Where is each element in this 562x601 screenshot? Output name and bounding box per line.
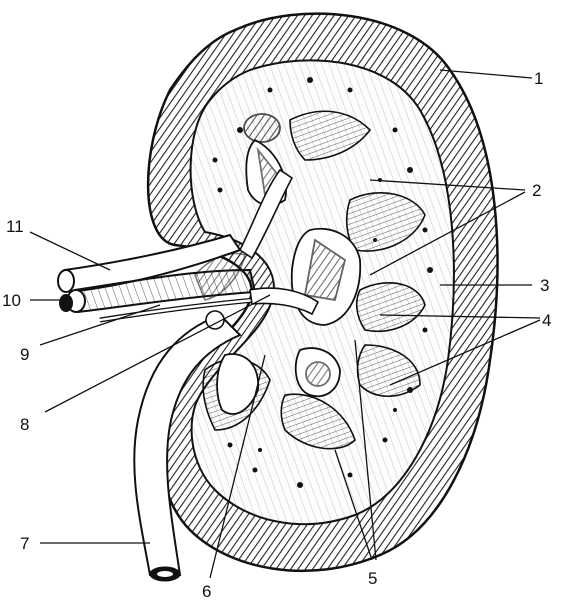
label-1: 1 bbox=[534, 69, 543, 88]
leader-lines bbox=[29, 69, 541, 579]
label-5: 5 bbox=[368, 569, 377, 588]
label-3: 3 bbox=[540, 276, 549, 295]
sinus-vessels bbox=[194, 168, 320, 330]
renal-pelvis bbox=[216, 113, 362, 415]
label-7: 7 bbox=[20, 534, 29, 553]
label-4: 4 bbox=[542, 311, 551, 330]
label-6: 6 bbox=[202, 582, 211, 601]
label-8: 8 bbox=[20, 415, 29, 434]
label-9: 9 bbox=[20, 345, 29, 364]
label-10: 10 bbox=[2, 291, 21, 310]
label-11: 11 bbox=[6, 217, 24, 236]
cortex-dots bbox=[212, 77, 433, 488]
label-2: 2 bbox=[532, 181, 541, 200]
